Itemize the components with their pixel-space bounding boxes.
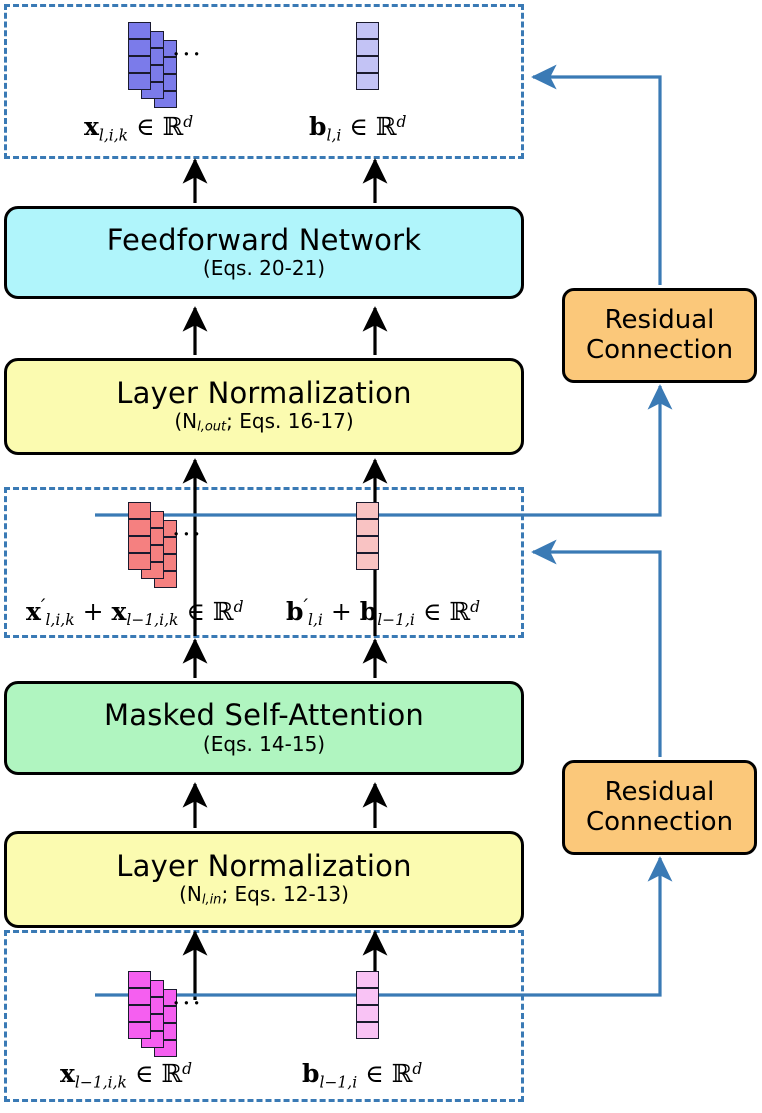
label-output-bias: bl,i ∈ ℝd <box>309 112 407 145</box>
vector-cell <box>356 39 379 56</box>
label-input-bias: bl−1,i ∈ ℝd <box>302 1059 423 1092</box>
vector-cell <box>128 988 151 1005</box>
layernorm-in-norm-subscript: l,in <box>201 892 222 908</box>
attention-subtitle: (Eqs. 14-15) <box>202 731 326 756</box>
state-region-output <box>4 4 524 159</box>
layernorm-in-subtitle: (Nl,in; Eqs. 12-13) <box>179 882 349 908</box>
vector-cell <box>128 1022 151 1039</box>
vector-cell <box>356 536 379 553</box>
vector-cell <box>356 988 379 1005</box>
vector-cell <box>356 553 379 570</box>
residual-lower-line1: Residual <box>604 777 715 808</box>
vector-cell <box>128 73 151 90</box>
attention-title: Masked Self-Attention <box>104 698 424 733</box>
label-input-token: xl−1,i,k ∈ ℝd <box>60 1059 193 1092</box>
ellipsis-mid-tokens: ... <box>172 512 203 542</box>
residual-upper-line2: Connection <box>585 334 734 365</box>
residual-connection-upper[interactable]: Residual Connection <box>562 288 757 383</box>
vector-input-bias <box>356 971 380 1041</box>
residual-connection-lower[interactable]: Residual Connection <box>562 760 757 855</box>
vector-mid-bias <box>356 502 380 572</box>
vector-stack-mid-tokens <box>128 502 198 594</box>
vector-cell <box>128 39 151 56</box>
vector-cell <box>356 73 379 90</box>
vector-cell <box>128 1005 151 1022</box>
layernorm-in-title: Layer Normalization <box>116 848 412 883</box>
vector-cell <box>356 519 379 536</box>
label-output-token: xl,i,k ∈ ℝd <box>84 112 194 145</box>
vector-cell <box>128 553 151 570</box>
residual-upper-line1: Residual <box>604 305 715 336</box>
block-layer-normalization-out[interactable]: Layer Normalization (Nl,out; Eqs. 16-17) <box>4 358 524 455</box>
block-feedforward-network[interactable]: Feedforward Network (Eqs. 20-21) <box>4 206 524 299</box>
block-masked-self-attention[interactable]: Masked Self-Attention (Eqs. 14-15) <box>4 681 524 775</box>
block-layer-normalization-in[interactable]: Layer Normalization (Nl,in; Eqs. 12-13) <box>4 831 524 928</box>
vector-cell <box>356 502 379 519</box>
vector-cell <box>356 22 379 39</box>
layernorm-out-norm-subscript: l,out <box>197 419 227 435</box>
layernorm-out-title: Layer Normalization <box>116 375 412 410</box>
vector-stack-input-tokens <box>128 971 198 1063</box>
label-mid-token: x′l,i,k + xl−1,i,k ∈ ℝd <box>26 594 244 630</box>
vector-cell <box>356 56 379 73</box>
ellipsis-input-tokens: ... <box>172 981 203 1011</box>
residual-lower-line2: Connection <box>585 806 734 837</box>
feedforward-subtitle: (Eqs. 20-21) <box>202 256 326 281</box>
vector-cell <box>128 536 151 553</box>
vector-cell <box>356 1005 379 1022</box>
vector-stack-output-tokens <box>128 22 198 114</box>
vector-cell <box>128 22 151 39</box>
vector-cell <box>356 971 379 988</box>
ellipsis-output-tokens: ... <box>172 32 203 62</box>
layernorm-out-subtitle: (Nl,out; Eqs. 16-17) <box>174 409 354 435</box>
vector-cell <box>128 519 151 536</box>
label-mid-bias: b′l,i + bl−1,i ∈ ℝd <box>286 594 481 630</box>
vector-cell <box>128 971 151 988</box>
vector-cell <box>128 56 151 73</box>
vector-output-bias <box>356 22 380 92</box>
feedforward-title: Feedforward Network <box>106 222 422 257</box>
residual-path-lower-to-mid <box>531 539 662 757</box>
vector-cell <box>356 1022 379 1039</box>
residual-path-upper-to-output <box>531 64 662 285</box>
vector-cell <box>128 502 151 519</box>
